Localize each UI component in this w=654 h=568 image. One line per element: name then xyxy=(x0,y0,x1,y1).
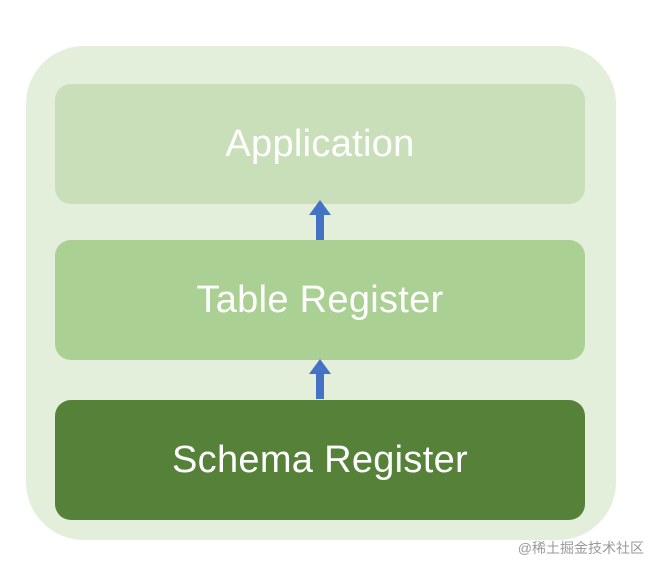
arrow-up-icon xyxy=(309,200,331,240)
application-label: Application xyxy=(225,122,415,165)
schema-register-label: Schema Register xyxy=(172,438,468,481)
arrow-up-icon xyxy=(309,359,331,399)
table-register-layer: Table Register xyxy=(55,240,585,360)
application-layer: Application xyxy=(55,84,585,204)
watermark: @稀土掘金技术社区 xyxy=(517,540,644,556)
schema-register-layer: Schema Register xyxy=(55,400,585,520)
table-register-label: Table Register xyxy=(196,278,444,321)
